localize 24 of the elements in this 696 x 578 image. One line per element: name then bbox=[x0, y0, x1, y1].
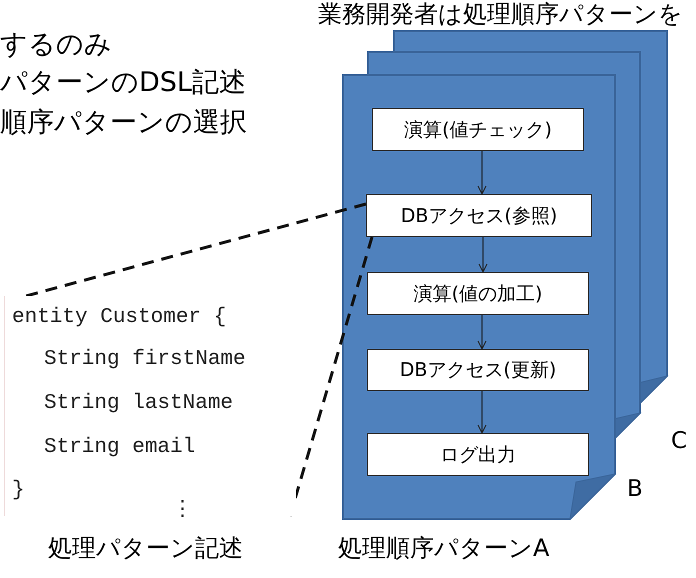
node-label: 処理順序パターンA bbox=[338, 533, 550, 564]
text-line: パターンのDSL記述 bbox=[0, 66, 246, 100]
text-line: するのみ bbox=[0, 28, 112, 62]
text-line: 順序パターンの選択 bbox=[0, 106, 247, 140]
arrow bbox=[478, 314, 486, 350]
process-box: 演算(値の加工) bbox=[367, 272, 589, 315]
process-box: DBアクセス(更新) bbox=[367, 349, 589, 391]
arrow bbox=[478, 236, 488, 272]
process-box: ログ出力 bbox=[367, 433, 589, 476]
process-box: 演算(値チェック) bbox=[372, 108, 584, 151]
arrow bbox=[478, 390, 486, 434]
code-line: String firstName bbox=[44, 348, 246, 371]
code-line: } bbox=[12, 479, 25, 502]
sheet-letter: B bbox=[627, 476, 643, 502]
code-line: String email bbox=[44, 436, 196, 459]
text-line: 業務開発者は処理順序パターンを bbox=[318, 0, 683, 30]
arrow bbox=[478, 150, 486, 194]
zoom-line bbox=[26, 202, 366, 298]
sheet-letter: C bbox=[671, 428, 688, 454]
code-line: String lastName bbox=[44, 392, 234, 415]
process-box: DBアクセス(参照) bbox=[366, 194, 592, 237]
node-label: 処理パターン記述 bbox=[48, 533, 243, 564]
code-line: entity Customer { bbox=[12, 306, 226, 329]
ellipsis: ⋮ bbox=[172, 498, 193, 522]
